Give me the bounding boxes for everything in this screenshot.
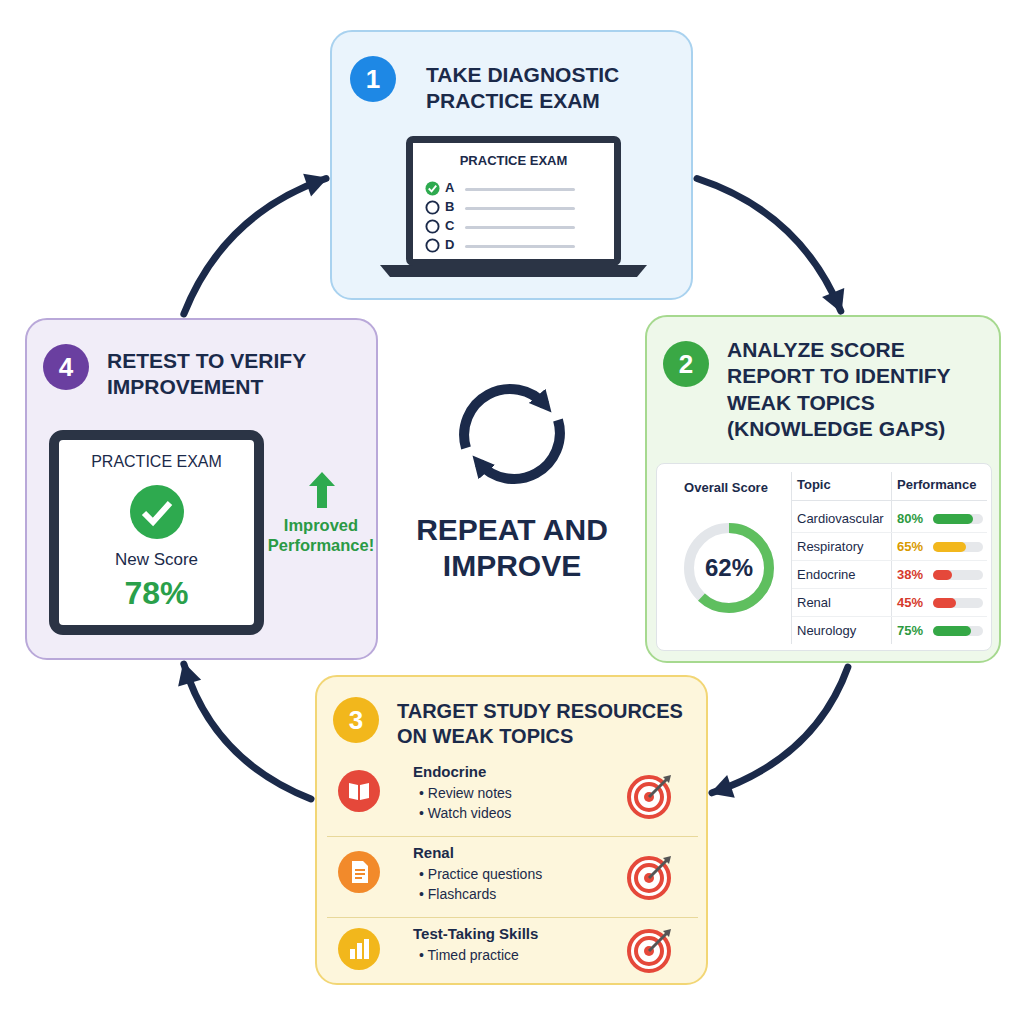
divider — [891, 472, 892, 644]
node-text: 3 — [333, 705, 379, 736]
target-icon — [627, 854, 673, 900]
node-subtext: A — [445, 180, 459, 196]
laptop-screen: PRACTICE EXAM ABCD — [406, 136, 621, 266]
node-text: PRACTICE EXAM — [59, 452, 254, 471]
radio-circle — [425, 200, 440, 215]
resource-row: Test-Taking Skills • Timed practice — [327, 921, 698, 979]
node-subtext: Neurology — [797, 623, 889, 639]
node-subtext: New Score — [59, 550, 254, 570]
answer-line — [465, 226, 575, 229]
node-text: PRACTICE EXAM — [413, 153, 614, 169]
node-subtext: 80% — [897, 511, 931, 527]
node-subtext: 38% — [897, 567, 931, 583]
node-subtext: • Review notes — [419, 785, 619, 802]
score-bar — [933, 598, 956, 608]
row-line — [792, 532, 987, 533]
answer-line — [465, 207, 575, 210]
up-arrow — [309, 472, 335, 508]
target-icon — [627, 773, 673, 819]
node-subtext: B — [445, 199, 459, 215]
cycle-label: REPEAT AND IMPROVE — [392, 512, 632, 584]
row-line — [792, 588, 987, 589]
resource-row: Renal • Practice questions • Flashcards — [327, 840, 698, 918]
check-circle — [129, 484, 185, 540]
cycle-arrow — [697, 179, 841, 312]
node-subtext: Performance — [897, 477, 991, 493]
target-icon — [627, 927, 673, 973]
node-text: Renal — [413, 844, 613, 862]
answer-line — [465, 188, 575, 191]
node-subtext: • Flashcards — [419, 886, 619, 903]
step-box: RETEST TO VERIFY IMPROVEMENT Improved Per… — [25, 318, 378, 660]
node-text: Endocrine — [413, 763, 613, 781]
score-bar — [933, 542, 966, 552]
tablet-screen: PRACTICE EXAM New Score 78% — [49, 430, 264, 635]
node-text: 4 — [43, 352, 89, 383]
node-subtext: 65% — [897, 539, 931, 555]
cycle-arrow — [712, 667, 848, 793]
node-subtext: Endocrine — [797, 567, 889, 583]
step-box: ANALYZE SCORE REPORT TO IDENTIFY WEAK TO… — [645, 315, 1001, 663]
divider — [791, 472, 792, 644]
radio-circle — [425, 219, 440, 234]
score-card: Overall Score 62% Topic PerformanceCardiova… — [656, 463, 992, 651]
step-box: TARGET STUDY RESOURCES ON WEAK TOPICS 3En… — [315, 675, 708, 985]
node-text: 1 — [350, 64, 396, 95]
row-line — [792, 616, 987, 617]
node-subtext: Respiratory — [797, 539, 889, 555]
node-subtext: • Watch videos — [419, 805, 619, 822]
step-number: 1 — [350, 56, 396, 102]
node-text: 2 — [663, 349, 709, 380]
node-subtext: C — [445, 218, 459, 234]
score-bar — [933, 514, 973, 524]
node-subtext: Renal — [797, 595, 889, 611]
radio-circle — [425, 238, 440, 253]
score-bar — [933, 570, 952, 580]
node-text: TAKE DIAGNOSTIC PRACTICE EXAM — [426, 62, 681, 115]
check-circle — [425, 181, 440, 196]
node-text: ANALYZE SCORE REPORT TO IDENTIFY WEAK TO… — [727, 337, 997, 442]
node-subtext: • Timed practice — [419, 947, 619, 964]
node-subtext: Improved Performance! — [267, 516, 375, 556]
node-subtext: 45% — [897, 595, 931, 611]
step-number: 4 — [43, 344, 89, 390]
score-bar — [933, 626, 971, 636]
node-text: TARGET STUDY RESOURCES ON WEAK TOPICS — [397, 699, 702, 749]
answer-line — [465, 245, 575, 248]
step-number: 3 — [333, 697, 379, 743]
resource-row: Endocrine • Review notes • Watch videos — [327, 759, 698, 837]
node-text: RETEST TO VERIFY IMPROVEMENT — [107, 348, 369, 401]
icon-circle — [337, 850, 381, 894]
node-subtext: • Practice questions — [419, 866, 619, 883]
row-line — [792, 560, 987, 561]
step-box: TAKE DIAGNOSTIC PRACTICE EXAM 1PRACTICE E… — [330, 30, 693, 300]
node-subtext: Topic — [797, 477, 887, 493]
node-subtext: 78% — [59, 574, 254, 612]
icon-circle — [337, 927, 381, 971]
step-number: 2 — [663, 341, 709, 387]
node-text: Overall Score — [665, 480, 787, 496]
cycle-arrow — [184, 179, 326, 315]
node-subtext: 62% — [679, 554, 779, 583]
cycle-arrow — [184, 664, 311, 799]
node-subtext: Cardiovascular — [797, 511, 889, 527]
divider — [792, 500, 987, 501]
node-text: Test-Taking Skills — [413, 925, 613, 943]
node-subtext: 75% — [897, 623, 931, 639]
node-subtext: D — [445, 237, 459, 253]
icon-circle — [337, 769, 381, 813]
